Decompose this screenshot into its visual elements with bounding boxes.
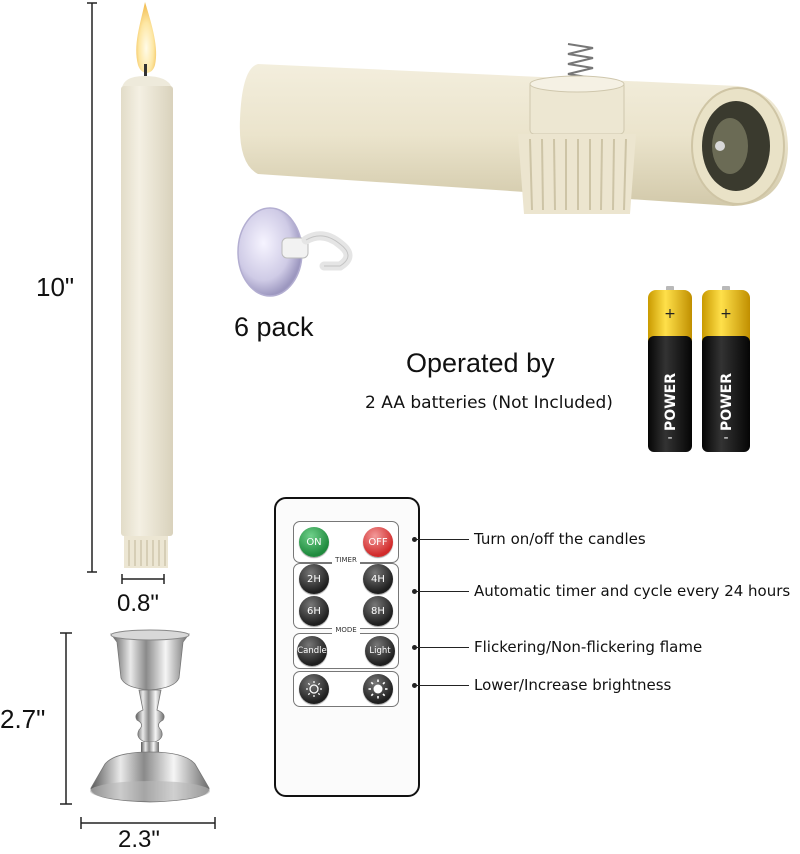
on-button-label: ON (306, 536, 322, 548)
power-callout-line (415, 539, 469, 540)
light-mode-label: Light (369, 646, 391, 656)
remote-control: ON OFF TIMER 2H 4H 6H 8H MODE Candle Lig… (274, 497, 420, 797)
brightness-panel (293, 671, 399, 707)
on-button[interactable]: ON (299, 527, 329, 557)
bright-sun-icon (368, 679, 388, 699)
timer-panel: TIMER 2H 4H 6H 8H (293, 556, 399, 629)
mode-callout-dot (412, 645, 417, 650)
timer-4h-button[interactable]: 4H (363, 564, 393, 594)
timer-callout-line (415, 591, 469, 592)
timer-6h-button[interactable]: 6H (299, 596, 329, 626)
mode-callout-line (415, 647, 469, 648)
timer-2h-label: 2H (307, 573, 321, 585)
silver-candle-holder-illustration (90, 629, 210, 803)
timer-panel-title: TIMER (332, 556, 360, 564)
holder-width-label: 2.3" (118, 826, 160, 853)
mode-panel: MODE Candle Light (293, 626, 399, 669)
taper-candle-illustration (121, 2, 173, 568)
aa-batteries-illustration: + - + - POWER POWER (648, 286, 750, 452)
svg-text:-: - (667, 430, 672, 446)
timer-2h-button[interactable]: 2H (299, 564, 329, 594)
candle-mode-label: Candle (297, 646, 327, 656)
timer-8h-label: 8H (371, 605, 385, 617)
mode-callout-label: Flickering/Non-flickering flame (474, 638, 703, 656)
off-button[interactable]: OFF (363, 527, 393, 557)
timer-callout-dot (412, 589, 417, 594)
timer-callout-label: Automatic timer and cycle every 24 hours (474, 582, 791, 600)
candle-battery-compartment-illustration (239, 43, 788, 214)
brightness-callout-dot (412, 683, 417, 688)
svg-text:+: + (720, 306, 732, 322)
off-button-label: OFF (368, 536, 388, 548)
holder-width-dimension-line (80, 817, 216, 829)
candle-mode-button[interactable]: Candle (297, 636, 327, 666)
brightness-down-button[interactable] (299, 674, 329, 704)
battery-brand-text-right: POWER (719, 373, 735, 431)
timer-4h-label: 4H (371, 573, 385, 585)
battery-brand-text-left: POWER (663, 373, 679, 431)
svg-text:+: + (664, 306, 676, 322)
candle-width-dimension-line (121, 574, 165, 584)
dim-sun-icon (306, 681, 322, 697)
brightness-callout-label: Lower/Increase brightness (474, 676, 672, 694)
power-callout-label: Turn on/off the candles (474, 530, 646, 548)
timer-6h-label: 6H (307, 605, 321, 617)
timer-8h-button[interactable]: 8H (363, 596, 393, 626)
power-panel: ON OFF (293, 521, 399, 563)
svg-text:-: - (723, 430, 728, 446)
mode-panel-title: MODE (332, 626, 360, 634)
suction-cup-clip-illustration (237, 207, 353, 297)
candle-height-label: 10" (36, 272, 75, 302)
flame-icon (136, 2, 157, 73)
candle-height-dimension-line (87, 2, 97, 573)
power-callout-dot (412, 537, 417, 542)
suction-cup-caption: 6 pack (234, 312, 314, 342)
battery-subheading: 2 AA batteries (Not Included) (365, 393, 613, 413)
brightness-callout-line (415, 685, 469, 686)
holder-height-dimension-line (60, 632, 72, 805)
brightness-up-button[interactable] (363, 674, 393, 704)
light-mode-button[interactable]: Light (365, 636, 395, 666)
candle-width-label: 0.8" (117, 590, 159, 617)
holder-height-label: 2.7" (0, 704, 46, 734)
battery-heading: Operated by (406, 348, 555, 378)
